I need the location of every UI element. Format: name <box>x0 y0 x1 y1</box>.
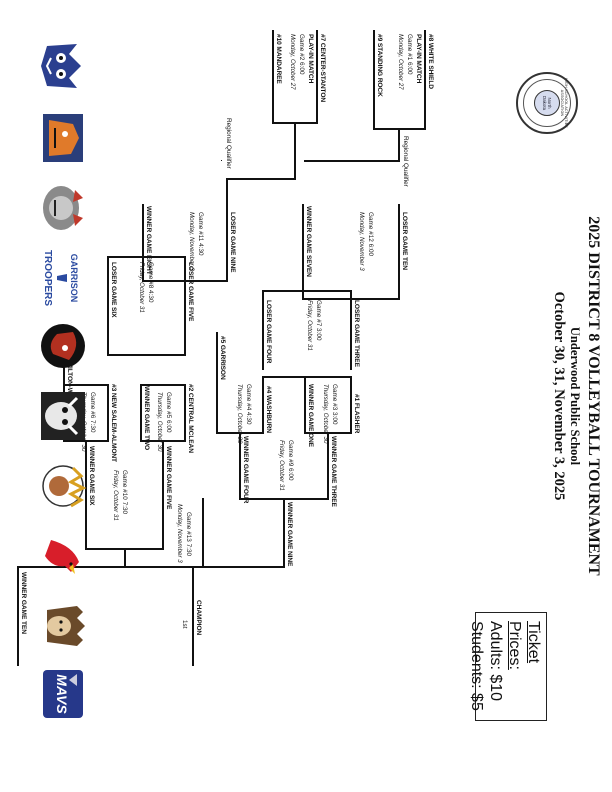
regional-qualifier-2: Regional Qualifier <box>225 118 232 169</box>
slot-loser-game-five: LOSER GAME FIVE <box>187 262 194 322</box>
regional-qualifier-1: Regional Qualifier <box>402 136 409 187</box>
cardinal-logo <box>39 528 87 584</box>
game4-bottom-team: #5 GARRISON <box>219 336 226 380</box>
game5-top-team: #2 CENTRAL MCLEAN <box>187 384 194 453</box>
game3-top-team: #1 FLASHER <box>353 394 360 434</box>
game9-game: Game #9 6:00 <box>287 440 294 481</box>
slot-loser-game-six: LOSER GAME SIX <box>110 262 117 318</box>
game11-game: Game #11 4:30 <box>197 212 204 256</box>
bulldog-logo <box>39 110 87 166</box>
game9-date: Friday, October 31 <box>278 440 285 491</box>
first-place-label: 1st <box>181 620 188 629</box>
mavericks-logo: MAVS <box>39 666 87 722</box>
gray-bulldog-logo <box>39 180 87 236</box>
game2-top-team: #7 CENTER-STANTON <box>319 34 326 103</box>
game12-game: Game #12 6:00 <box>367 212 374 257</box>
game2-game: Game #2 6:00 <box>298 34 305 75</box>
game8-date: Friday, October 31 <box>138 262 145 313</box>
slot-champion: CHAMPION <box>195 600 202 636</box>
game3-game: Game #3 3:00 <box>331 384 338 425</box>
game6-game: Game #6 7:30 <box>89 392 96 433</box>
slot-winner-game-seven: WINNER GAME SEVEN <box>305 206 312 277</box>
game7-game: Game #7 3:00 <box>315 300 322 341</box>
chief-logo <box>39 458 87 514</box>
game4-game: Game #4 4:30 <box>245 384 252 425</box>
slot-winner-game-three: WINNER GAME THREE <box>330 436 337 507</box>
game2-date: Monday, October 27 <box>289 34 296 90</box>
charger-logo <box>39 388 87 444</box>
game8-game: Game #8 4:30 <box>147 262 154 303</box>
game1-top-team: #8 WHITE SHIELD <box>427 34 434 89</box>
eagle-logo <box>39 598 87 654</box>
wildcat-logo <box>39 38 87 94</box>
game2-label: PLAY-IN MATCH <box>307 34 314 84</box>
game5-game: Game #5 6:00 <box>165 392 172 433</box>
slot-winner-game-ten: WINNER GAME TEN <box>20 572 27 634</box>
slot-loser-game-ten: LOSER GAME TEN <box>401 212 408 270</box>
game12-date: Monday, November 3 <box>358 212 365 271</box>
game13-date: Monday, November 3 <box>176 504 183 563</box>
game6-top-team: #3 NEW SALEM-ALMONT <box>110 384 117 462</box>
game7-date: Friday, October 31 <box>306 300 313 351</box>
slot-winner-game-six: WINNER GAME SIX <box>88 446 95 506</box>
game2-bottom-team: #10 MANDAREE <box>275 34 282 84</box>
game4-top-team: #4 WASHBURN <box>265 386 272 433</box>
game1-date: Monday, October 27 <box>397 34 404 90</box>
svg-text:TROOPERS: TROOPERS <box>42 250 53 306</box>
game13-game: Game #13 7:30 <box>185 512 192 557</box>
slot-winner-game-nine: WINNER GAME NINE <box>286 502 293 567</box>
slot-loser-game-three: LOSER GAME THREE <box>353 300 360 367</box>
slot-winner-game-five: WINNER GAME FIVE <box>165 446 172 510</box>
ndhsaa-seal-logo: HIGH SCHOOL ACTIVITIES ASSOCIATION North… <box>516 72 578 134</box>
ticket-heading: Ticket Prices: <box>506 621 542 670</box>
ticket-prices-box: Ticket Prices: Adults: $10 Students: $5 <box>468 612 547 721</box>
game1-label: PLAY-IN MATCH <box>415 34 422 84</box>
svg-text:MAVS: MAVS <box>54 674 70 714</box>
seal-center-text: North Dakota <box>542 95 552 111</box>
tournament-title: 2025 DISTRICT 8 VOLLEYBALL TOURNAMENT <box>585 216 602 576</box>
seal-ring-text: HIGH SCHOOL ACTIVITIES ASSOCIATION <box>560 78 568 128</box>
garrison-troopers-logo: GARRISON TROOPERS <box>39 250 87 306</box>
game10-date: Friday, October 31 <box>112 470 119 521</box>
game1-game: Game #1 6:00 <box>406 34 413 75</box>
warrior-logo <box>39 318 87 374</box>
ticket-adults: Adults: $10 <box>487 621 504 702</box>
game10-game: Game #10 7:30 <box>121 470 128 515</box>
ticket-students: Students: $5 <box>468 621 485 711</box>
slot-loser-game-four: LOSER GAME FOUR <box>265 300 272 364</box>
slot-winner-game-two: WINNER GAME TWO <box>143 386 150 451</box>
slot-loser-game-nine: LOSER GAME NINE <box>229 212 236 273</box>
game1-bottom-team: #9 STANDING ROCK <box>376 34 383 97</box>
slot-winner-game-four: WINNER GAME FOUR <box>242 436 249 504</box>
slot-winner-game-one: WINNER GAME ONE <box>307 384 314 447</box>
svg-text:GARRISON: GARRISON <box>69 254 79 303</box>
